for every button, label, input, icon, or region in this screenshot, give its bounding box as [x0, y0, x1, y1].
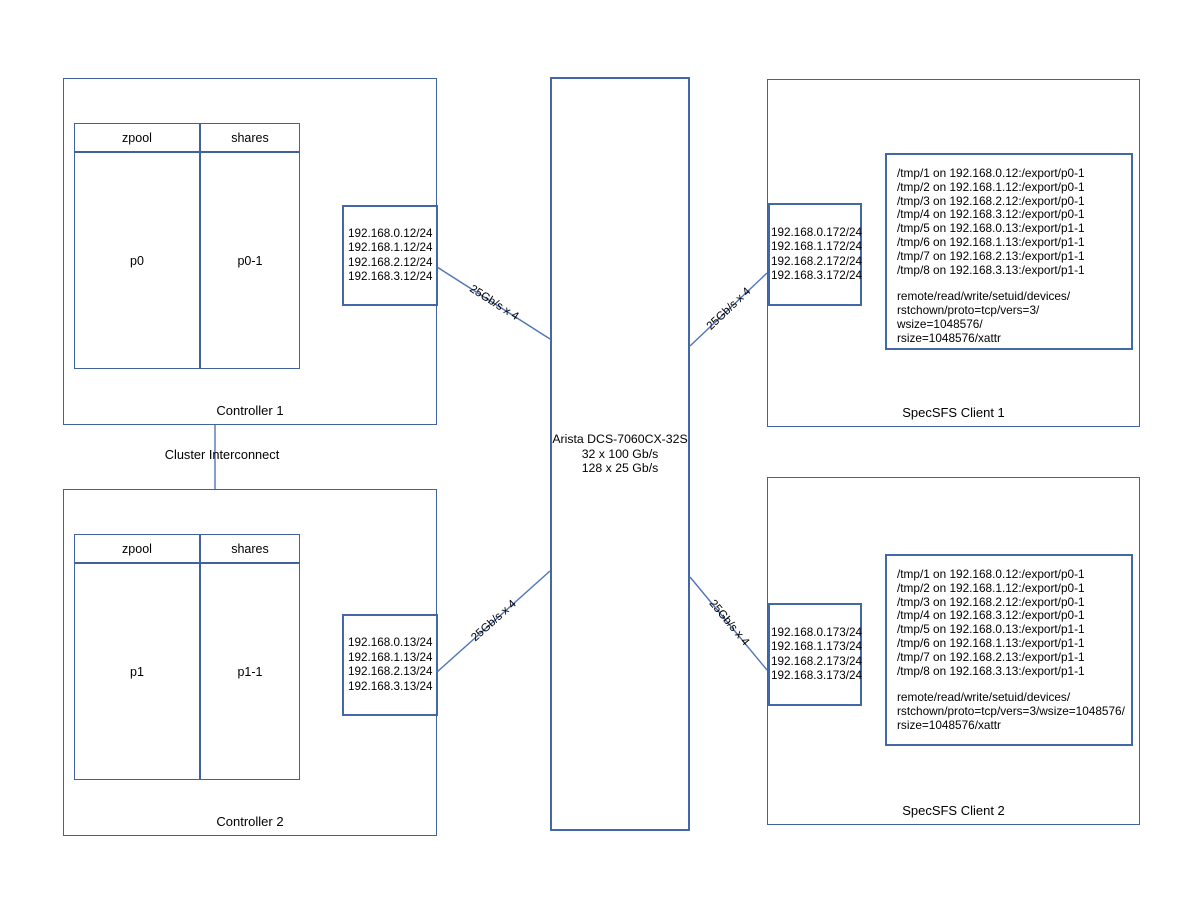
ip-address: 192.168.3.172/24	[771, 269, 862, 282]
mount-list: /tmp/1 on 192.168.0.12:/export/p0-1/tmp/…	[897, 166, 1131, 277]
zpool-cell: p1	[130, 664, 144, 679]
mount-option-line: rsize=1048576/xattr	[897, 330, 1001, 345]
mount-options: remote/read/write/setuid/devices/rstchow…	[897, 290, 1131, 345]
client-1-mounts-box: /tmp/1 on 192.168.0.12:/export/p0-1/tmp/…	[885, 153, 1133, 350]
link-speed-label: 25Gb/s x 4	[467, 283, 521, 323]
switch-text: Arista DCS-7060CX-32S 32 x 100 Gb/s 128 …	[552, 432, 687, 476]
ip-address: 192.168.2.173/24	[771, 654, 862, 668]
ip-address: 192.168.2.13/24	[348, 665, 433, 678]
mount-entry: /tmp/1 on 192.168.0.12:/export/p0-1	[897, 166, 1085, 180]
mount-entry: /tmp/7 on 192.168.2.13:/export/p1-1	[897, 248, 1085, 263]
switch-model: Arista DCS-7060CX-32S	[552, 432, 688, 447]
mount-option-line: wsize=1048576/	[897, 316, 983, 331]
ip-address: 192.168.0.13/24	[348, 636, 433, 649]
cluster-interconnect-label: Cluster Interconnect	[165, 447, 280, 462]
zpool-header: zpool	[122, 130, 152, 145]
mount-entry: /tmp/5 on 192.168.0.13:/export/p1-1	[897, 221, 1085, 236]
link-speed-label: 25Gb/s x 4	[707, 598, 752, 649]
client-1-label: SpecSFS Client 1	[902, 405, 1005, 420]
ip-address: 192.168.2.12/24	[348, 255, 433, 269]
ip-address: 192.168.3.13/24	[348, 679, 433, 693]
shares-header: shares	[199, 124, 299, 151]
ip-address: 192.168.1.13/24	[348, 650, 433, 664]
shares-cell: p1-1	[199, 564, 299, 779]
zpool-cell: p0	[130, 253, 144, 268]
mount-entry: /tmp/8 on 192.168.3.13:/export/p1-1	[897, 262, 1085, 277]
mount-entry: /tmp/5 on 192.168.0.13:/export/p1-1	[897, 622, 1085, 637]
mount-entry: /tmp/4 on 192.168.3.12:/export/p0-1	[897, 608, 1085, 623]
ip-address: 192.168.0.173/24	[771, 625, 862, 639]
table-body-row: p1 p1-1	[75, 564, 299, 779]
link-line-controller1-switch	[436, 266, 551, 340]
link-speed-label: 25Gb/s x 4	[469, 598, 519, 644]
client-2-mounts-box: /tmp/1 on 192.168.0.12:/export/p0-1/tmp/…	[885, 554, 1133, 746]
ip-address: 192.168.0.12/24	[348, 226, 433, 240]
ip-address: 192.168.0.172/24	[771, 225, 862, 239]
link-line-switch-client1	[689, 272, 768, 347]
controller-1-zpool-shares-table: zpool shares p0 p0-1	[74, 123, 300, 369]
ip-address: 192.168.1.173/24	[771, 640, 862, 653]
mount-option-line: remote/read/write/setuid/devices/	[897, 289, 1071, 304]
mount-option-line: rstchown/proto=tcp/vers=3/	[897, 303, 1040, 318]
ip-address: 192.168.1.12/24	[348, 241, 433, 254]
table-header-row: zpool shares	[75, 124, 299, 153]
ip-address: 192.168.3.12/24	[348, 270, 433, 283]
mount-entry: /tmp/2 on 192.168.1.12:/export/p0-1	[897, 580, 1085, 595]
ip-address: 192.168.3.173/24	[771, 669, 862, 682]
mount-option-line: rstchown/proto=tcp/vers=3/wsize=1048576/	[897, 704, 1125, 719]
table-body-row: p0 p0-1	[75, 153, 299, 368]
mount-entry: /tmp/1 on 192.168.0.12:/export/p0-1	[897, 567, 1085, 581]
controller-2-zpool-shares-table: zpool shares p1 p1-1	[74, 534, 300, 780]
mount-option-line: remote/read/write/setuid/devices/	[897, 690, 1071, 705]
table-header-row: zpool shares	[75, 535, 299, 564]
ip-address: 192.168.2.172/24	[771, 254, 862, 268]
shares-header: shares	[199, 535, 299, 562]
link-line-switch-client2	[689, 576, 768, 671]
controller-1-label: Controller 1	[216, 403, 284, 418]
ip-address: 192.168.1.172/24	[771, 240, 862, 253]
mount-entry: /tmp/3 on 192.168.2.12:/export/p0-1	[897, 193, 1085, 208]
client-2-label: SpecSFS Client 2	[902, 803, 1005, 818]
mount-list: /tmp/1 on 192.168.0.12:/export/p0-1/tmp/…	[897, 567, 1131, 678]
switch-box: Arista DCS-7060CX-32S 32 x 100 Gb/s 128 …	[550, 77, 690, 831]
mount-entry: /tmp/8 on 192.168.3.13:/export/p1-1	[897, 663, 1085, 678]
controller-2-label: Controller 2	[216, 814, 284, 829]
mount-option-line: rsize=1048576/xattr	[897, 717, 1001, 732]
link-line-controller2-switch	[436, 570, 551, 673]
switch-100g-ports: 32 x 100 Gb/s	[581, 446, 659, 461]
mount-options: remote/read/write/setuid/devices/rstchow…	[897, 691, 1131, 732]
mount-entry: /tmp/4 on 192.168.3.12:/export/p0-1	[897, 207, 1085, 222]
mount-entry: /tmp/6 on 192.168.1.13:/export/p1-1	[897, 635, 1085, 650]
mount-entry: /tmp/7 on 192.168.2.13:/export/p1-1	[897, 649, 1085, 664]
mount-entry: /tmp/3 on 192.168.2.12:/export/p0-1	[897, 594, 1085, 609]
zpool-header: zpool	[122, 541, 152, 556]
switch-25g-ports: 128 x 25 Gb/s	[581, 461, 659, 476]
link-speed-label: 25Gb/s x 4	[705, 285, 754, 332]
mount-entry: /tmp/6 on 192.168.1.13:/export/p1-1	[897, 234, 1085, 249]
mount-entry: /tmp/2 on 192.168.1.12:/export/p0-1	[897, 179, 1085, 194]
shares-cell: p0-1	[199, 153, 299, 368]
